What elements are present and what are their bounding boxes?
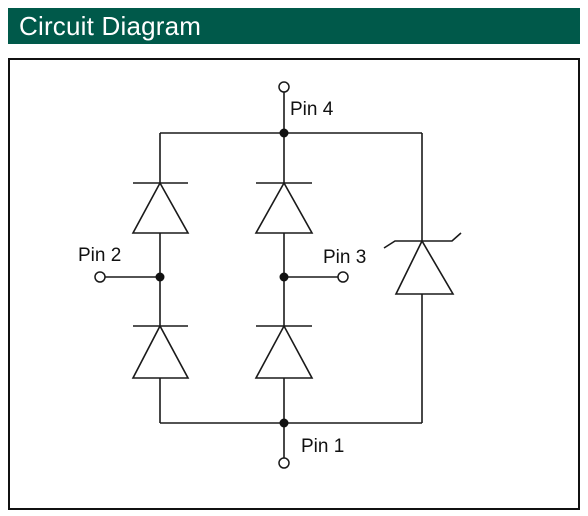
pin3-label: Pin 3: [323, 247, 366, 268]
diode-d2: [131, 324, 190, 379]
page-title: Circuit Diagram: [19, 10, 202, 41]
junction-dot-pin2: [155, 272, 165, 282]
pin4-terminal: [278, 81, 290, 93]
pin1-terminal: [278, 457, 290, 469]
pin4-label: Pin 4: [290, 99, 334, 120]
junction-dot-pin4: [279, 128, 289, 138]
pin2-terminal: [94, 271, 106, 283]
junction-dot-pin3: [279, 272, 289, 282]
zener-diode-z1: [383, 232, 462, 295]
circuit-diagram-header: Circuit Diagram: [8, 8, 580, 44]
junction-dot-pin1: [279, 418, 289, 428]
pin1-label: Pin 1: [301, 436, 344, 457]
diode-d1: [131, 181, 190, 234]
diode-d4: [254, 324, 314, 379]
pin3-terminal: [337, 271, 349, 283]
pin2-label: Pin 2: [78, 245, 121, 266]
diode-d3: [254, 181, 314, 234]
